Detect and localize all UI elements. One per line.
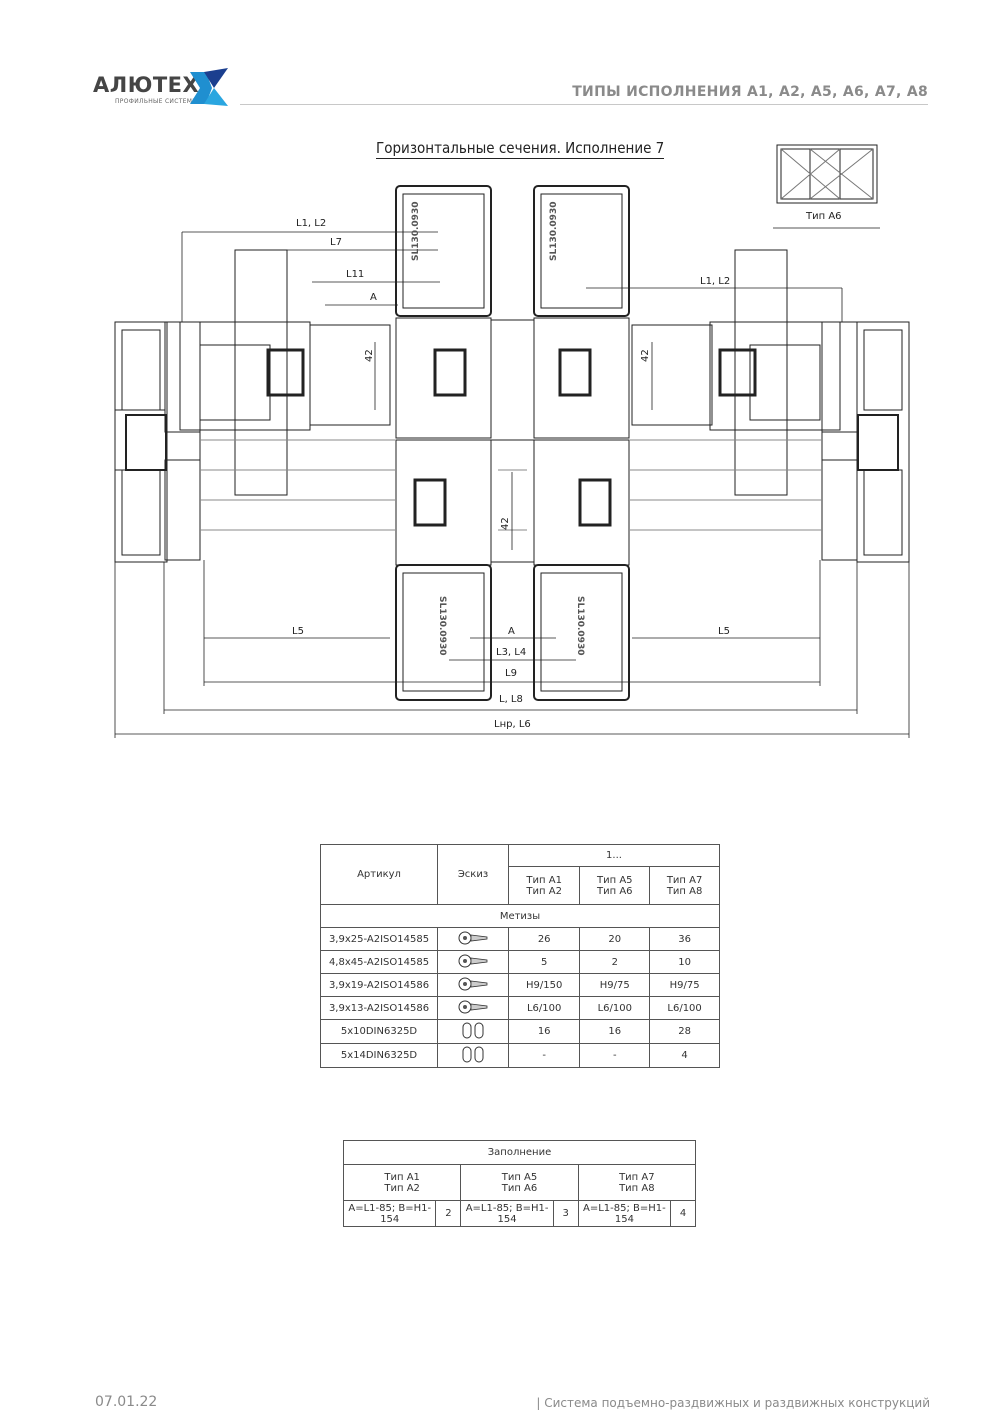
table-row: 3,9x13-A2ISO14586 L6/100 L6/100 L6/100 bbox=[320, 996, 720, 1020]
screw-icon bbox=[437, 927, 509, 951]
value-cell: H9/75 bbox=[649, 973, 720, 997]
fill-formula-cell: A=L1-85; B=H1-154 bbox=[577, 1200, 672, 1227]
dim-label-l1-l2-right: L1, L2 bbox=[700, 276, 730, 287]
article-cell: 3,9x13-A2ISO14586 bbox=[320, 996, 438, 1020]
profile-code-label-4: SL130.0930 bbox=[575, 596, 585, 655]
left-frame-profile bbox=[114, 249, 395, 563]
profile-code-label-1: SL130.0930 bbox=[411, 202, 421, 261]
dim-label-l5-left: L5 bbox=[292, 626, 304, 637]
value-cell: 26 bbox=[507, 927, 581, 951]
brand-logo-icon bbox=[190, 68, 228, 106]
value-cell: L6/100 bbox=[507, 996, 581, 1020]
value-cell: 20 bbox=[579, 927, 651, 951]
value-cell: L6/100 bbox=[579, 996, 651, 1020]
dim-label-l9: L9 bbox=[505, 668, 517, 679]
dim-label-lnr-l6: Lнр, L6 bbox=[494, 719, 531, 730]
brand-logo-text: АЛЮТЕХ bbox=[93, 73, 200, 97]
dim-label-l-l8: L, L8 bbox=[499, 694, 523, 705]
table-row: 5x10DIN6325D 16 16 28 bbox=[320, 1019, 720, 1044]
dim-label-l5-right: L5 bbox=[718, 626, 730, 637]
brand-logo-subtitle: ПРОФИЛЬНЫЕ СИСТЕМЫ bbox=[115, 98, 198, 105]
article-cell: 5x14DIN6325D bbox=[320, 1043, 438, 1068]
value-cell: 10 bbox=[649, 950, 720, 974]
window-thumbnail bbox=[773, 144, 880, 229]
fill-qty-cell: 3 bbox=[552, 1200, 579, 1227]
value-cell: H9/75 bbox=[579, 973, 651, 997]
page-header-title: ТИПЫ ИСПОЛНЕНИЯ А1, А2, А5, А6, А7, А8 bbox=[572, 84, 928, 100]
table-row: 3,9x19-A2ISO14586 H9/150 H9/75 H9/75 bbox=[320, 973, 720, 997]
dimension-lines bbox=[114, 231, 910, 738]
drawing-title: Горизонтальные сечения. Исполнение 7 bbox=[376, 139, 665, 159]
center-sash-profiles bbox=[395, 185, 630, 701]
fill-qty-cell: 2 bbox=[435, 1200, 462, 1227]
dim-label-l3-l4: L3, L4 bbox=[496, 647, 526, 658]
dim-label-a-top: A bbox=[370, 292, 377, 303]
header-divider bbox=[240, 104, 928, 105]
value-cell: 16 bbox=[579, 1019, 651, 1044]
value-cell: 4 bbox=[649, 1043, 720, 1068]
table-row: 3,9x25-A2ISO14585 26 20 36 bbox=[320, 927, 720, 951]
article-cell: 3,9x25-A2ISO14585 bbox=[320, 927, 438, 951]
table-row: 4,8x45-A2ISO14585 5 2 10 bbox=[320, 950, 720, 974]
footer-date: 07.01.22 bbox=[95, 1394, 158, 1410]
screw-icon bbox=[437, 996, 509, 1020]
profile-code-label-3: SL130.0930 bbox=[437, 596, 447, 655]
dim-label-a-bottom: A bbox=[508, 626, 515, 637]
dim-label-42-center: 42 bbox=[500, 517, 511, 530]
value-cell: 16 bbox=[507, 1019, 581, 1044]
fill-formula-cell: A=L1-85; B=H1-154 bbox=[460, 1200, 554, 1227]
dim-label-l7: L7 bbox=[330, 237, 342, 248]
table-row: 5x14DIN6325D - - 4 bbox=[320, 1043, 720, 1068]
col-header-group: 1... bbox=[508, 844, 720, 867]
profile-code-label-2: SL130.0930 bbox=[549, 202, 559, 261]
fill-formula-cell: A=L1-85; B=H1-154 bbox=[342, 1200, 437, 1227]
col-header-sketch: Эскиз bbox=[437, 844, 509, 905]
thumbnail-label: Тип А6 bbox=[805, 211, 842, 222]
article-cell: 4,8x45-A2ISO14585 bbox=[320, 950, 438, 974]
article-cell: 5x10DIN6325D bbox=[320, 1019, 438, 1044]
screw-icon bbox=[437, 950, 509, 974]
article-cell: 3,9x19-A2ISO14586 bbox=[320, 973, 438, 997]
dim-label-42-right: 42 bbox=[640, 349, 651, 362]
col-header-article: Артикул bbox=[320, 844, 438, 905]
dim-label-42-left: 42 bbox=[364, 349, 375, 362]
section-drawing: Тип А6 SL130.0930 SL130.0930 SL130.0930 … bbox=[114, 144, 910, 738]
value-cell: 2 bbox=[579, 950, 651, 974]
value-cell: H9/150 bbox=[507, 973, 581, 997]
table-row: A=L1-85; B=H1-154 2 A=L1-85; B=H1-154 3 … bbox=[342, 1200, 696, 1227]
section-header: Метизы bbox=[320, 904, 720, 928]
right-frame-profile bbox=[630, 249, 910, 563]
value-cell: L6/100 bbox=[649, 996, 720, 1020]
value-cell: 5 bbox=[507, 950, 581, 974]
fill-table-title: Заполнение bbox=[343, 1140, 696, 1165]
dim-label-l11: L11 bbox=[346, 269, 364, 280]
value-cell: 36 bbox=[649, 927, 720, 951]
value-cell: - bbox=[579, 1043, 651, 1068]
dim-label-l1-l2-left: L1, L2 bbox=[296, 218, 326, 229]
value-cell: 28 bbox=[649, 1019, 720, 1044]
pin-icon bbox=[437, 1019, 509, 1044]
footer-text: | Система подъемно-раздвижных и раздвижн… bbox=[536, 1396, 930, 1410]
value-cell: - bbox=[507, 1043, 581, 1068]
screw-icon bbox=[437, 973, 509, 997]
fill-qty-cell: 4 bbox=[670, 1200, 696, 1227]
pin-icon bbox=[437, 1043, 509, 1068]
